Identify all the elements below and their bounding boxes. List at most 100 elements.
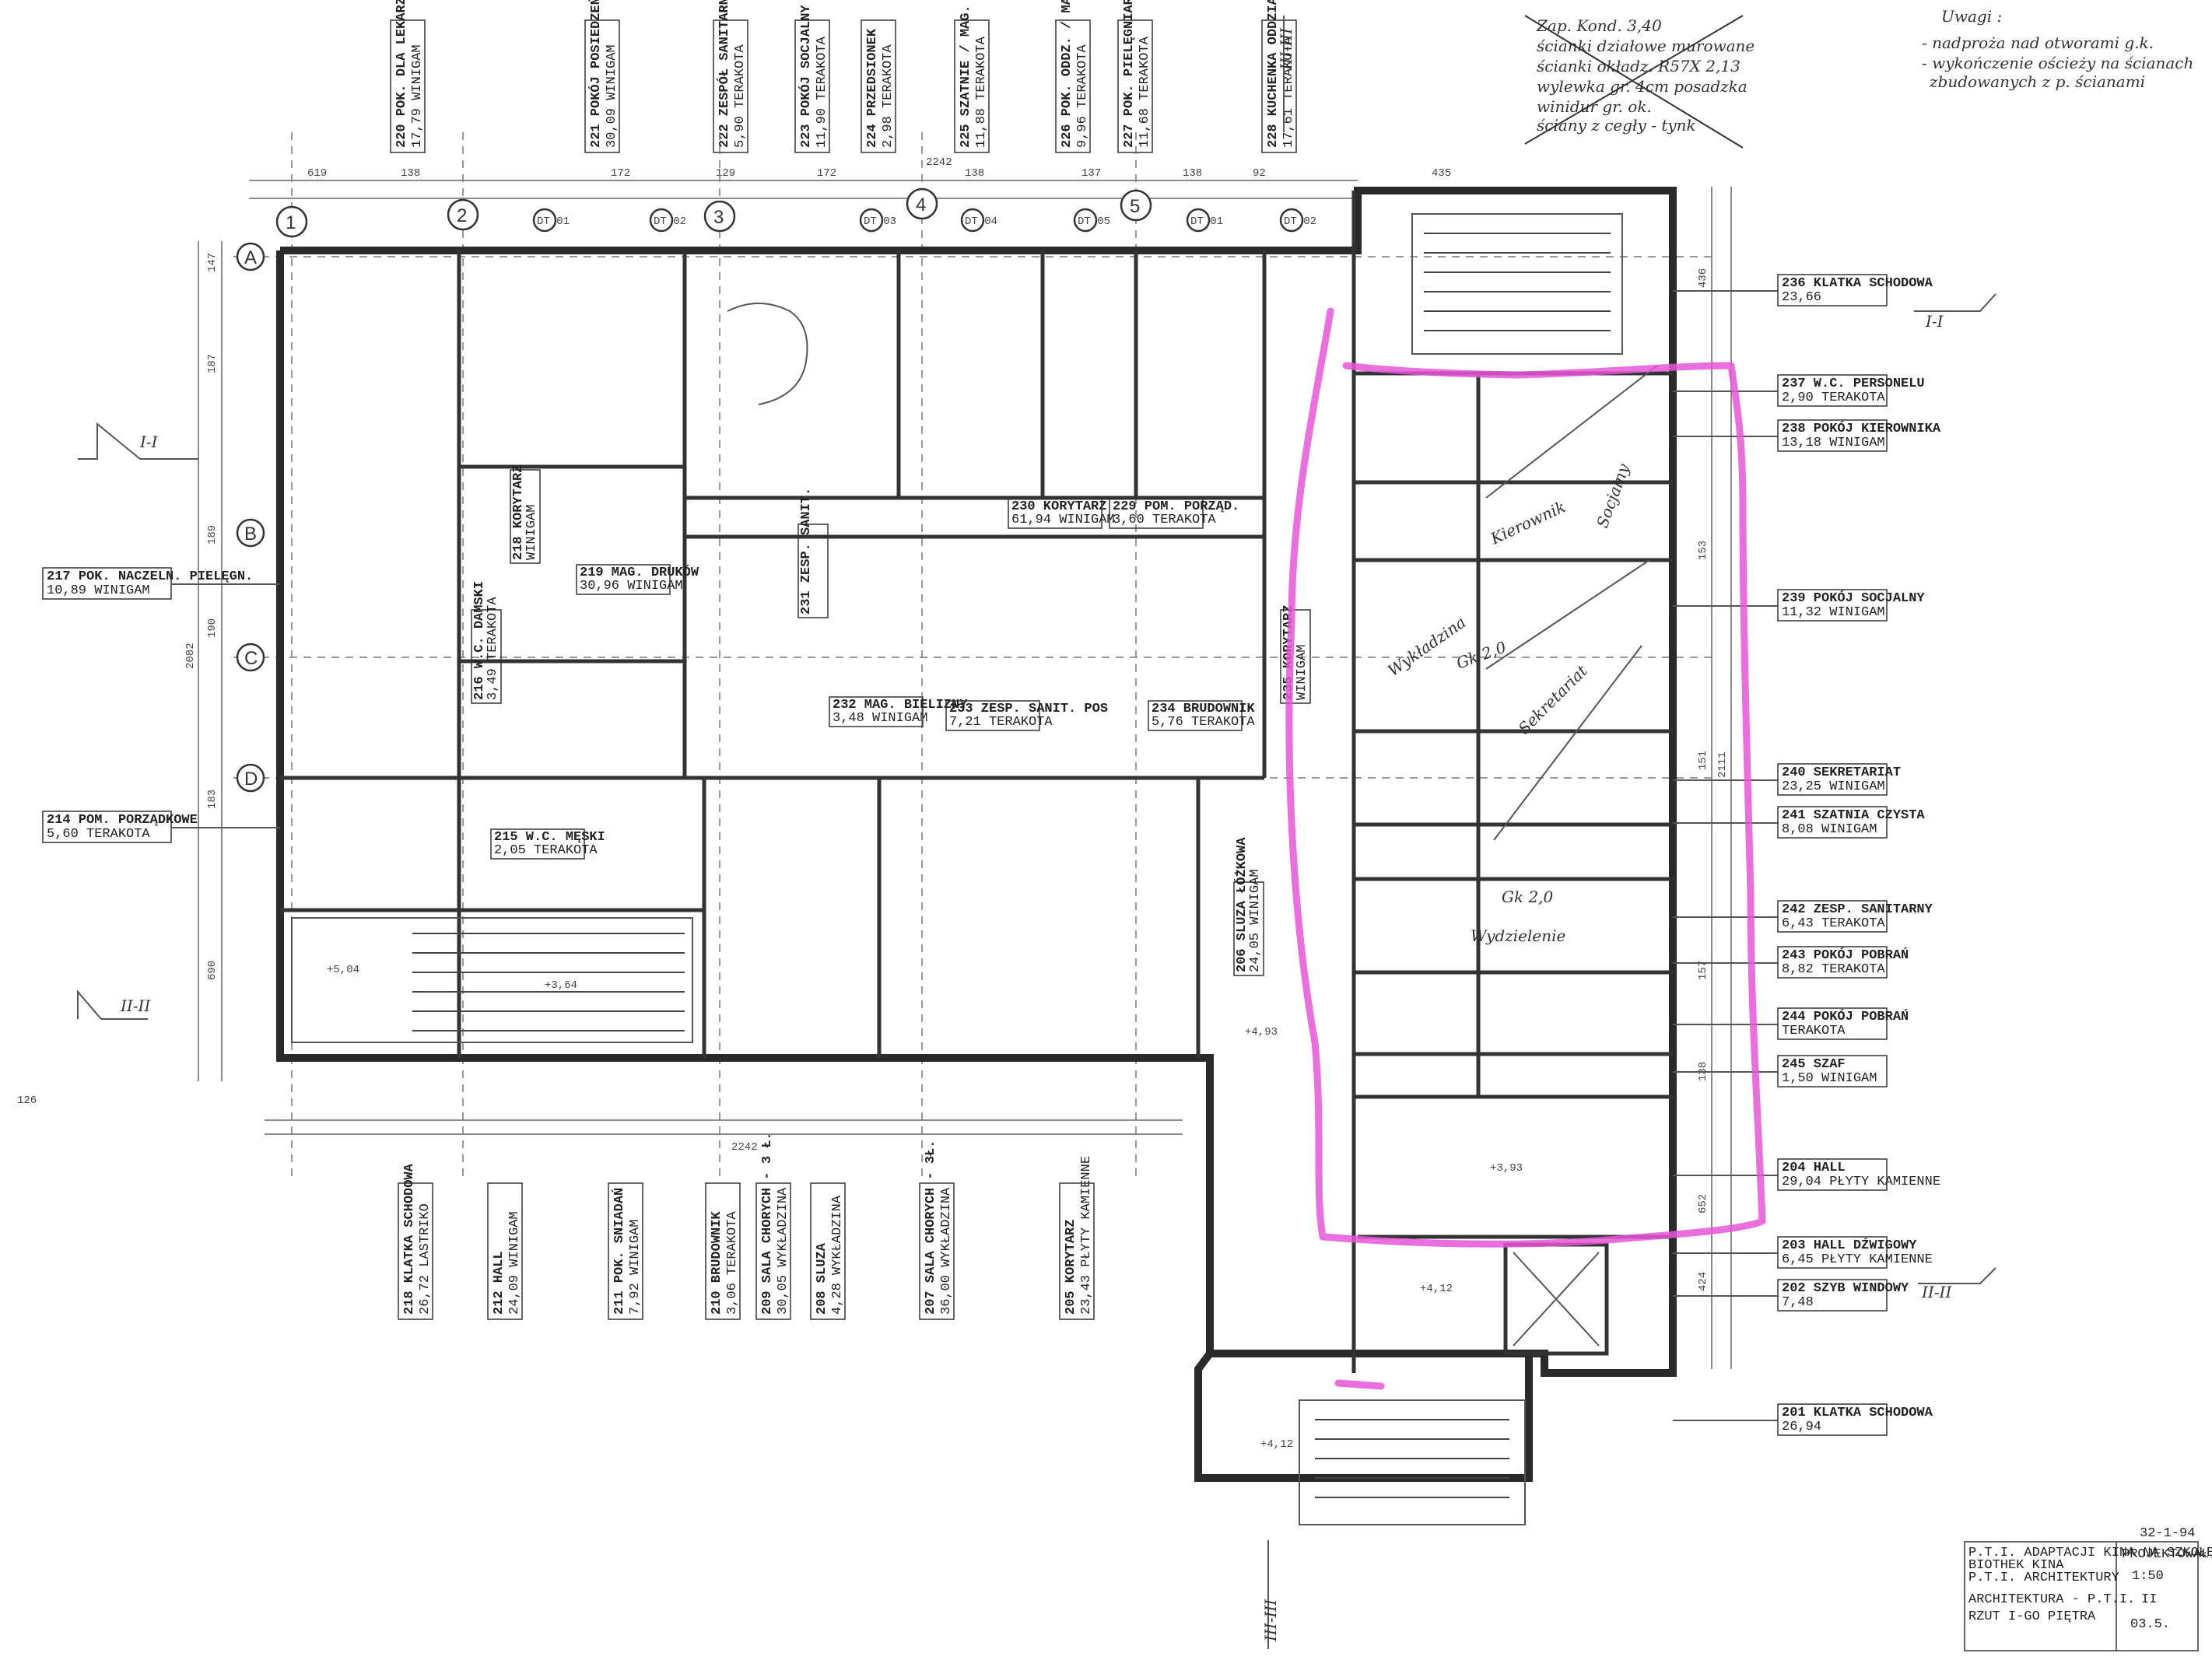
hand-note-5: Wydzielenie bbox=[1471, 926, 1565, 945]
dim-right-2: 153 bbox=[1697, 541, 1709, 560]
door-code: DT 02 bbox=[1284, 215, 1316, 228]
door-code: DT 01 bbox=[1190, 215, 1223, 228]
room-tag-line: 11,88 TERAKOTA bbox=[974, 36, 989, 148]
staircase-top-right bbox=[1411, 213, 1623, 355]
room-tag-line: 207 SALA CHORYCH - 3Ł. bbox=[924, 1140, 938, 1315]
svg-text:2: 2 bbox=[457, 205, 467, 226]
highlight-marker-stub bbox=[1334, 1379, 1385, 1390]
room-tag-line: 8,82 TERAKOTA bbox=[1782, 962, 1885, 977]
level-mark-6: +4,93 bbox=[1245, 1026, 1278, 1038]
door-code: DT 03 bbox=[864, 215, 896, 228]
svg-text:I-I: I-I bbox=[1925, 312, 1944, 331]
section-marker-2-left: II-II bbox=[77, 989, 151, 1020]
room-tag-line: 224 PRZEDSIONEK bbox=[865, 28, 880, 148]
door-code: DT 05 bbox=[1078, 215, 1110, 228]
room-tag-line: 11,32 WINIGAM bbox=[1782, 605, 1885, 620]
door-tag: DT 03 bbox=[859, 208, 896, 233]
dim-right-6: 652 bbox=[1697, 1194, 1709, 1213]
axis-bubble-4: 4 bbox=[906, 187, 938, 220]
tb-revision: 03.5. bbox=[2130, 1617, 2170, 1632]
room-tag-line: 6,45 PŁYTY KAMIENNE bbox=[1782, 1252, 1933, 1267]
svg-text:D: D bbox=[244, 769, 258, 790]
hand-note-7: Gk 2,0 bbox=[1454, 637, 1509, 672]
room-tag-line: 216 W.C. DAMSKI bbox=[472, 581, 487, 700]
note-line-1: - nadproża nad otworami g.k. bbox=[1922, 33, 2154, 52]
room-tag-line: 225 SZATNIE / MAG. POŚC. bbox=[958, 0, 973, 148]
room-tag-line: 8,08 WINIGAM bbox=[1782, 822, 1877, 837]
room-tag-line: 7,48 bbox=[1782, 1295, 1814, 1310]
room-tag-line: 236 KLATKA SCHODOWA bbox=[1782, 276, 1933, 291]
building-outer-walls bbox=[276, 187, 1677, 1482]
door-code: DT 02 bbox=[654, 215, 686, 228]
axis-bubble-A: A bbox=[236, 242, 265, 271]
room-tag-line: 239 POKÓJ SOCJALNY bbox=[1782, 590, 1925, 606]
room-tag-line: 2,98 TERAKOTA bbox=[881, 44, 896, 148]
room-tag-line: 233 ZESP. SANIT. POS bbox=[949, 702, 1108, 716]
dimension-chain-top: 2242 619 138 172 129 172 138 137 138 92 … bbox=[249, 156, 1451, 199]
room-tag-line: 220 POK. DLA LEKARZA bbox=[394, 0, 409, 148]
room-tag-line: 23,43 PŁYTY KAMIENNE bbox=[1079, 1156, 1094, 1315]
hand-note-1: Kierownik bbox=[1487, 497, 1569, 548]
room-tag-line: 9,96 TERAKOTA bbox=[1075, 44, 1090, 148]
struck-note-line-1: Zap. Kond. 3,40 bbox=[1536, 16, 1662, 35]
hand-note-2: Socjalny bbox=[1593, 461, 1633, 530]
room-tag-line: 202 SZYB WINDOWY bbox=[1782, 1281, 1909, 1296]
room-tag-line: 29,04 PŁYTY KAMIENNE bbox=[1782, 1175, 1940, 1189]
strike-line-2 bbox=[1524, 15, 1744, 149]
room-tag-line: 237 W.C. PERSONELU bbox=[1782, 376, 1925, 391]
margin-mark: 126 bbox=[17, 1094, 37, 1107]
room-tag-225: 225 SZATNIE / MAG. POŚC.11,88 TERAKOTA bbox=[954, 0, 990, 153]
room-tag-line: 23,25 WINIGAM bbox=[1782, 779, 1885, 794]
door-tag: DT 02 bbox=[649, 208, 686, 233]
svg-text:1: 1 bbox=[286, 212, 296, 233]
dim-top-4: 129 bbox=[716, 167, 735, 180]
room-tag-line: 203 HALL DŹWIGOWY bbox=[1782, 1238, 1917, 1253]
svg-text:A: A bbox=[244, 247, 257, 268]
title-block: P.T.I. ADAPTACJI KINA NA SZKOŁĘ DZIALU I… bbox=[1964, 1526, 2212, 1651]
room-tag-line: 26,72 LASTRIKO bbox=[418, 1203, 433, 1315]
room-tag-line: 7,21 TERAKOTA bbox=[949, 715, 1053, 730]
door-code: DT 01 bbox=[537, 215, 570, 228]
note-line-2: - wykończenie ościeży na ścianach bbox=[1922, 54, 2193, 72]
room-tag-line: 26,94 bbox=[1782, 1420, 1821, 1434]
svg-text:3: 3 bbox=[713, 207, 724, 228]
room-tag-line: WINIGAM bbox=[524, 505, 539, 560]
room-tag-line: 11,90 TERAKOTA bbox=[815, 36, 829, 148]
room-tag-line: 210 BRUDOWNIK bbox=[710, 1211, 724, 1315]
dim-right-1: 436 bbox=[1697, 268, 1709, 288]
axis-bubble-3: 3 bbox=[703, 200, 736, 233]
hand-note-6: Gk 2,0 bbox=[1502, 888, 1554, 906]
highlight-marker-outline bbox=[1285, 307, 1766, 1248]
room-tag-line: 17,79 WINIGAM bbox=[410, 44, 425, 148]
dim-top-5: 172 bbox=[817, 167, 836, 180]
left-room-labels: 217 POK. NACZELN. PIELĘGN.10,89 WINIGAM2… bbox=[42, 567, 280, 843]
tb-designer-label: PROJEKTOWAŁ bbox=[2122, 1547, 2209, 1562]
tb-scale: 1:50 bbox=[2132, 1569, 2164, 1584]
room-tag-line: 201 KLATKA SCHODOWA bbox=[1782, 1406, 1933, 1420]
dim-left-2: 187 bbox=[206, 354, 219, 373]
room-tag-line: 234 BRUDOWNIK bbox=[1152, 702, 1255, 716]
room-tag-line: 212 HALL bbox=[492, 1251, 507, 1315]
strike-line-1 bbox=[1524, 15, 1744, 145]
tb-company: BIOTHEK KINA bbox=[1968, 1558, 2064, 1573]
room-tag-line: 245 SZAF bbox=[1782, 1057, 1846, 1072]
struck-note-line-3: ścianki okładz. R57X 2,13 bbox=[1537, 57, 1741, 75]
svg-text:4: 4 bbox=[916, 194, 926, 215]
